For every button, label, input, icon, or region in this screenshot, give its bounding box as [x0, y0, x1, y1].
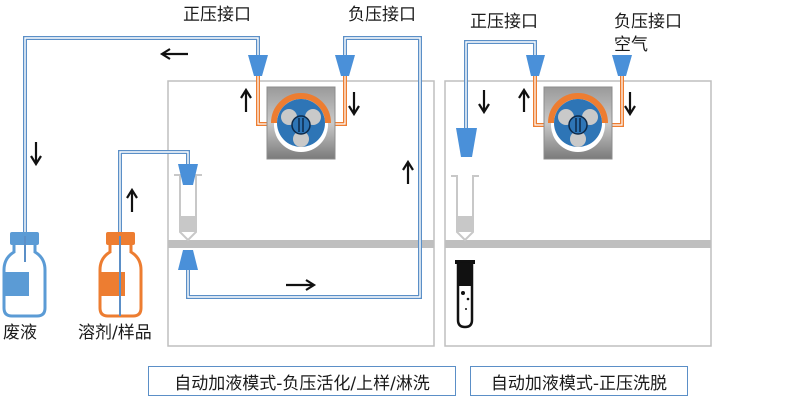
- left-positive-port-label: 正压接口: [183, 5, 251, 25]
- right-tubing: [464, 40, 537, 128]
- left-spe-cartridge-icon: [174, 164, 202, 270]
- waste-label: 废液: [3, 323, 37, 343]
- left-mode-caption: 自动加液模式-负压活化/上样/淋洗: [148, 366, 456, 396]
- right-panel-frame: [444, 80, 712, 347]
- right-mode-caption: 自动加液模式-正压洗脱: [470, 366, 688, 396]
- arrow-down-icon: [477, 88, 491, 114]
- arrow-down-icon: [29, 140, 43, 166]
- right-negative-port-connector: [612, 55, 632, 76]
- left-tubing: [23, 36, 422, 299]
- arrow-up-icon: [239, 88, 253, 114]
- right-dispense-nozzle: [456, 128, 477, 157]
- arrow-up-icon: [517, 88, 531, 114]
- right-peristaltic-pump-icon: [544, 87, 612, 159]
- collection-tube-icon: [455, 260, 475, 329]
- solvent-sample-label: 溶剂/样品: [78, 323, 152, 343]
- arrow-left-icon: [159, 48, 188, 60]
- left-positive-port-connector: [248, 55, 268, 76]
- left-panel-frame: [167, 80, 435, 347]
- right-positive-port-label: 正压接口: [470, 12, 538, 32]
- arrow-up-icon: [125, 188, 139, 214]
- right-spe-cartridge-icon: [451, 175, 479, 242]
- air-label: 空气: [614, 35, 648, 55]
- arrow-up-icon: [401, 160, 415, 186]
- right-positive-port-connector: [526, 55, 545, 76]
- arrow-right-icon: [286, 279, 317, 291]
- left-manifold-shelf: [168, 240, 434, 248]
- right-negative-port-label: 负压接口: [614, 12, 682, 32]
- left-negative-port-label: 负压接口: [348, 5, 416, 25]
- right-manifold-shelf: [445, 240, 711, 248]
- waste-bottle-icon: [2, 232, 47, 318]
- arrow-down-icon: [347, 90, 361, 116]
- left-negative-port-connector: [335, 55, 355, 76]
- left-peristaltic-pump-icon: [267, 87, 335, 159]
- arrow-down-icon: [623, 90, 637, 116]
